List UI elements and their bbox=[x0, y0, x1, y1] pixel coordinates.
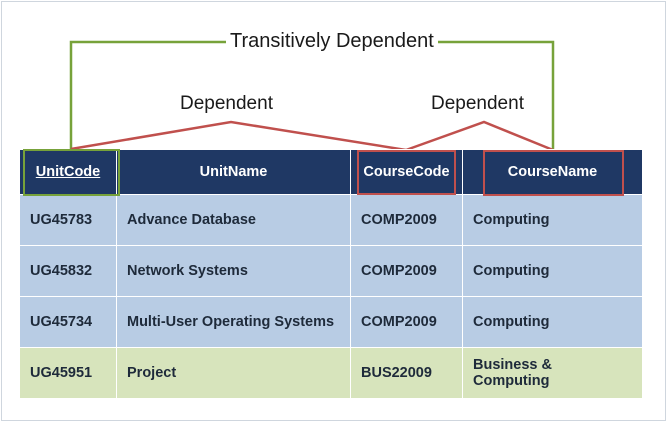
coursename-highlight bbox=[483, 150, 624, 196]
dependent-arrow-left bbox=[70, 120, 407, 152]
cell-unitname: Advance Database bbox=[116, 194, 351, 246]
cell-unitcode: UG45951 bbox=[19, 347, 117, 399]
column-header-coursecode: CourseCode bbox=[350, 149, 463, 195]
table-header-row: UnitCode UnitName CourseCode CourseName bbox=[19, 149, 643, 195]
cell-unitcode: UG45832 bbox=[19, 245, 117, 297]
cell-unitcode: UG45783 bbox=[19, 194, 117, 246]
table-row: UG45832 Network Systems COMP2009 Computi… bbox=[19, 245, 643, 297]
coursecode-highlight bbox=[357, 150, 456, 195]
cell-coursecode: BUS22009 bbox=[350, 347, 463, 399]
cell-coursename: Computing bbox=[462, 194, 643, 246]
cell-unitname: Project bbox=[116, 347, 351, 399]
cell-unitname: Network Systems bbox=[116, 245, 351, 297]
dependent-label-right: Dependent bbox=[431, 93, 524, 114]
cell-unitname: Multi-User Operating Systems bbox=[116, 296, 351, 348]
column-header-coursename: CourseName bbox=[462, 149, 643, 195]
cell-coursecode: COMP2009 bbox=[350, 194, 463, 246]
table-row: UG45783 Advance Database COMP2009 Comput… bbox=[19, 194, 643, 246]
table-row: UG45951 Project BUS22009 Business & Comp… bbox=[19, 347, 643, 399]
table-row: UG45734 Multi-User Operating Systems COM… bbox=[19, 296, 643, 348]
cell-coursename: Computing bbox=[462, 296, 643, 348]
cell-coursename: Computing bbox=[462, 245, 643, 297]
relation-table: UnitCode UnitName CourseCode CourseName … bbox=[19, 149, 643, 399]
cell-unitcode: UG45734 bbox=[19, 296, 117, 348]
dependent-arrow-right bbox=[405, 120, 554, 152]
cell-coursename: Business & Computing bbox=[462, 347, 643, 399]
column-header-unitcode: UnitCode bbox=[19, 149, 117, 195]
cell-coursecode: COMP2009 bbox=[350, 296, 463, 348]
primary-key-highlight bbox=[23, 149, 120, 196]
column-header-unitname: UnitName bbox=[116, 149, 351, 195]
transitively-dependent-label: Transitively Dependent bbox=[226, 30, 438, 53]
cell-coursecode: COMP2009 bbox=[350, 245, 463, 297]
dependent-label-left: Dependent bbox=[180, 93, 273, 114]
